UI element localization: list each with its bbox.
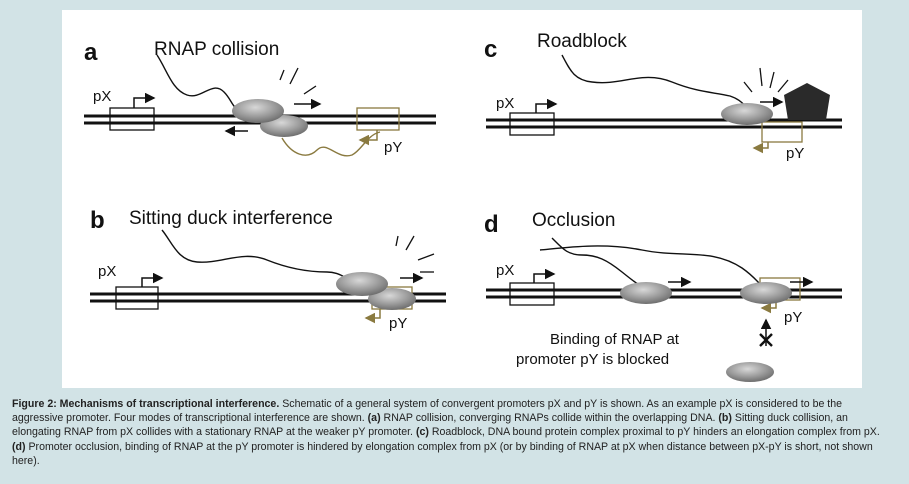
collision-burst-icon (743, 67, 789, 93)
blocked-cross-icon (759, 333, 773, 347)
px-tss-arrow (535, 98, 558, 113)
panel-b: b Sitting duck interference pX pY (90, 207, 446, 332)
rnap-free (726, 362, 774, 382)
promoter-py-box (356, 107, 400, 131)
panel-b-py-label: pY (389, 315, 407, 332)
figure-caption: Figure 2: Mechanisms of transcriptional … (12, 397, 896, 468)
caption-intro: Schematic of a general system of converg… (12, 398, 843, 425)
transcript-px-first (551, 237, 643, 287)
panel-d: d Occlusion pX pY Binding of RNAP at pro… (484, 210, 842, 382)
collision-burst-icon (279, 67, 317, 95)
panel-c-py-label: pY (786, 145, 804, 162)
promoter-px-box (109, 107, 155, 131)
panel-b-letter: b (90, 207, 105, 234)
panel-d-px-label: pX (496, 262, 514, 279)
panel-c: c Roadblock pX pY (484, 31, 842, 162)
transcript-px-second (539, 245, 761, 285)
promoter-px-box (509, 282, 555, 306)
collision-burst-icon (395, 235, 435, 273)
transcript-px (161, 229, 348, 279)
rnap-elongating-px-1 (620, 282, 672, 304)
transcript-px (156, 54, 241, 111)
caption-b-text: Sitting duck collision, an elongating RN… (12, 412, 848, 439)
caption-title: Figure 2: Mechanisms of transcriptional … (12, 398, 280, 410)
caption-c-text: Roadblock, DNA bound protein complex pro… (428, 426, 880, 439)
caption-c-label: (c) (415, 426, 429, 439)
rnap-elongating-px-2 (740, 282, 792, 304)
caption-d-text: Promoter occlusion, binding of RNAP at t… (12, 440, 873, 467)
py-tss-arrow (364, 309, 381, 324)
panel-a: a RNAP collision pX pY (84, 39, 436, 157)
caption-b-label: (b) (718, 412, 732, 425)
figure-diagram: a RNAP collision pX pY b Sitting duck in… (84, 31, 842, 382)
panel-a-px-label: pX (93, 88, 111, 105)
panel-a-title: RNAP collision (154, 39, 279, 60)
panel-a-letter: a (84, 39, 98, 66)
px-tss-arrow (533, 268, 556, 283)
panel-c-letter: c (484, 36, 497, 63)
figure: a RNAP collision pX pY b Sitting duck in… (62, 10, 862, 388)
transcript-px (561, 54, 749, 109)
caption-a-label: (a) (367, 412, 381, 425)
rnap-from-px (232, 99, 284, 123)
panel-c-title: Roadblock (537, 31, 627, 52)
promoter-px-box (115, 286, 159, 310)
rnap-elongating-px (721, 103, 773, 125)
px-tss-arrow (141, 272, 164, 287)
panel-a-py-label: pY (384, 139, 402, 156)
py-tss-arrow (752, 142, 769, 154)
promoter-px-box (509, 112, 555, 136)
promoter-py-box (761, 121, 803, 143)
panel-d-title: Occlusion (532, 210, 615, 231)
occlusion-note-line1: Binding of RNAP at (550, 331, 680, 348)
caption-d-label: (d) (12, 440, 26, 453)
panel-d-letter: d (484, 211, 499, 238)
panel-d-py-label: pY (784, 309, 802, 326)
caption-a-text: RNAP collision, converging RNAPs collide… (380, 412, 719, 425)
panel-c-px-label: pX (496, 95, 514, 112)
transcript-py (281, 131, 381, 157)
panel-b-px-label: pX (98, 263, 116, 280)
occlusion-note-line2: promoter pY is blocked (516, 351, 669, 368)
rnap-stationary-py (368, 288, 416, 310)
px-tss-arrow (133, 92, 156, 108)
panel-b-title: Sitting duck interference (129, 208, 333, 229)
roadblock-protein (784, 83, 830, 120)
rnap-elongating-px (336, 272, 388, 296)
